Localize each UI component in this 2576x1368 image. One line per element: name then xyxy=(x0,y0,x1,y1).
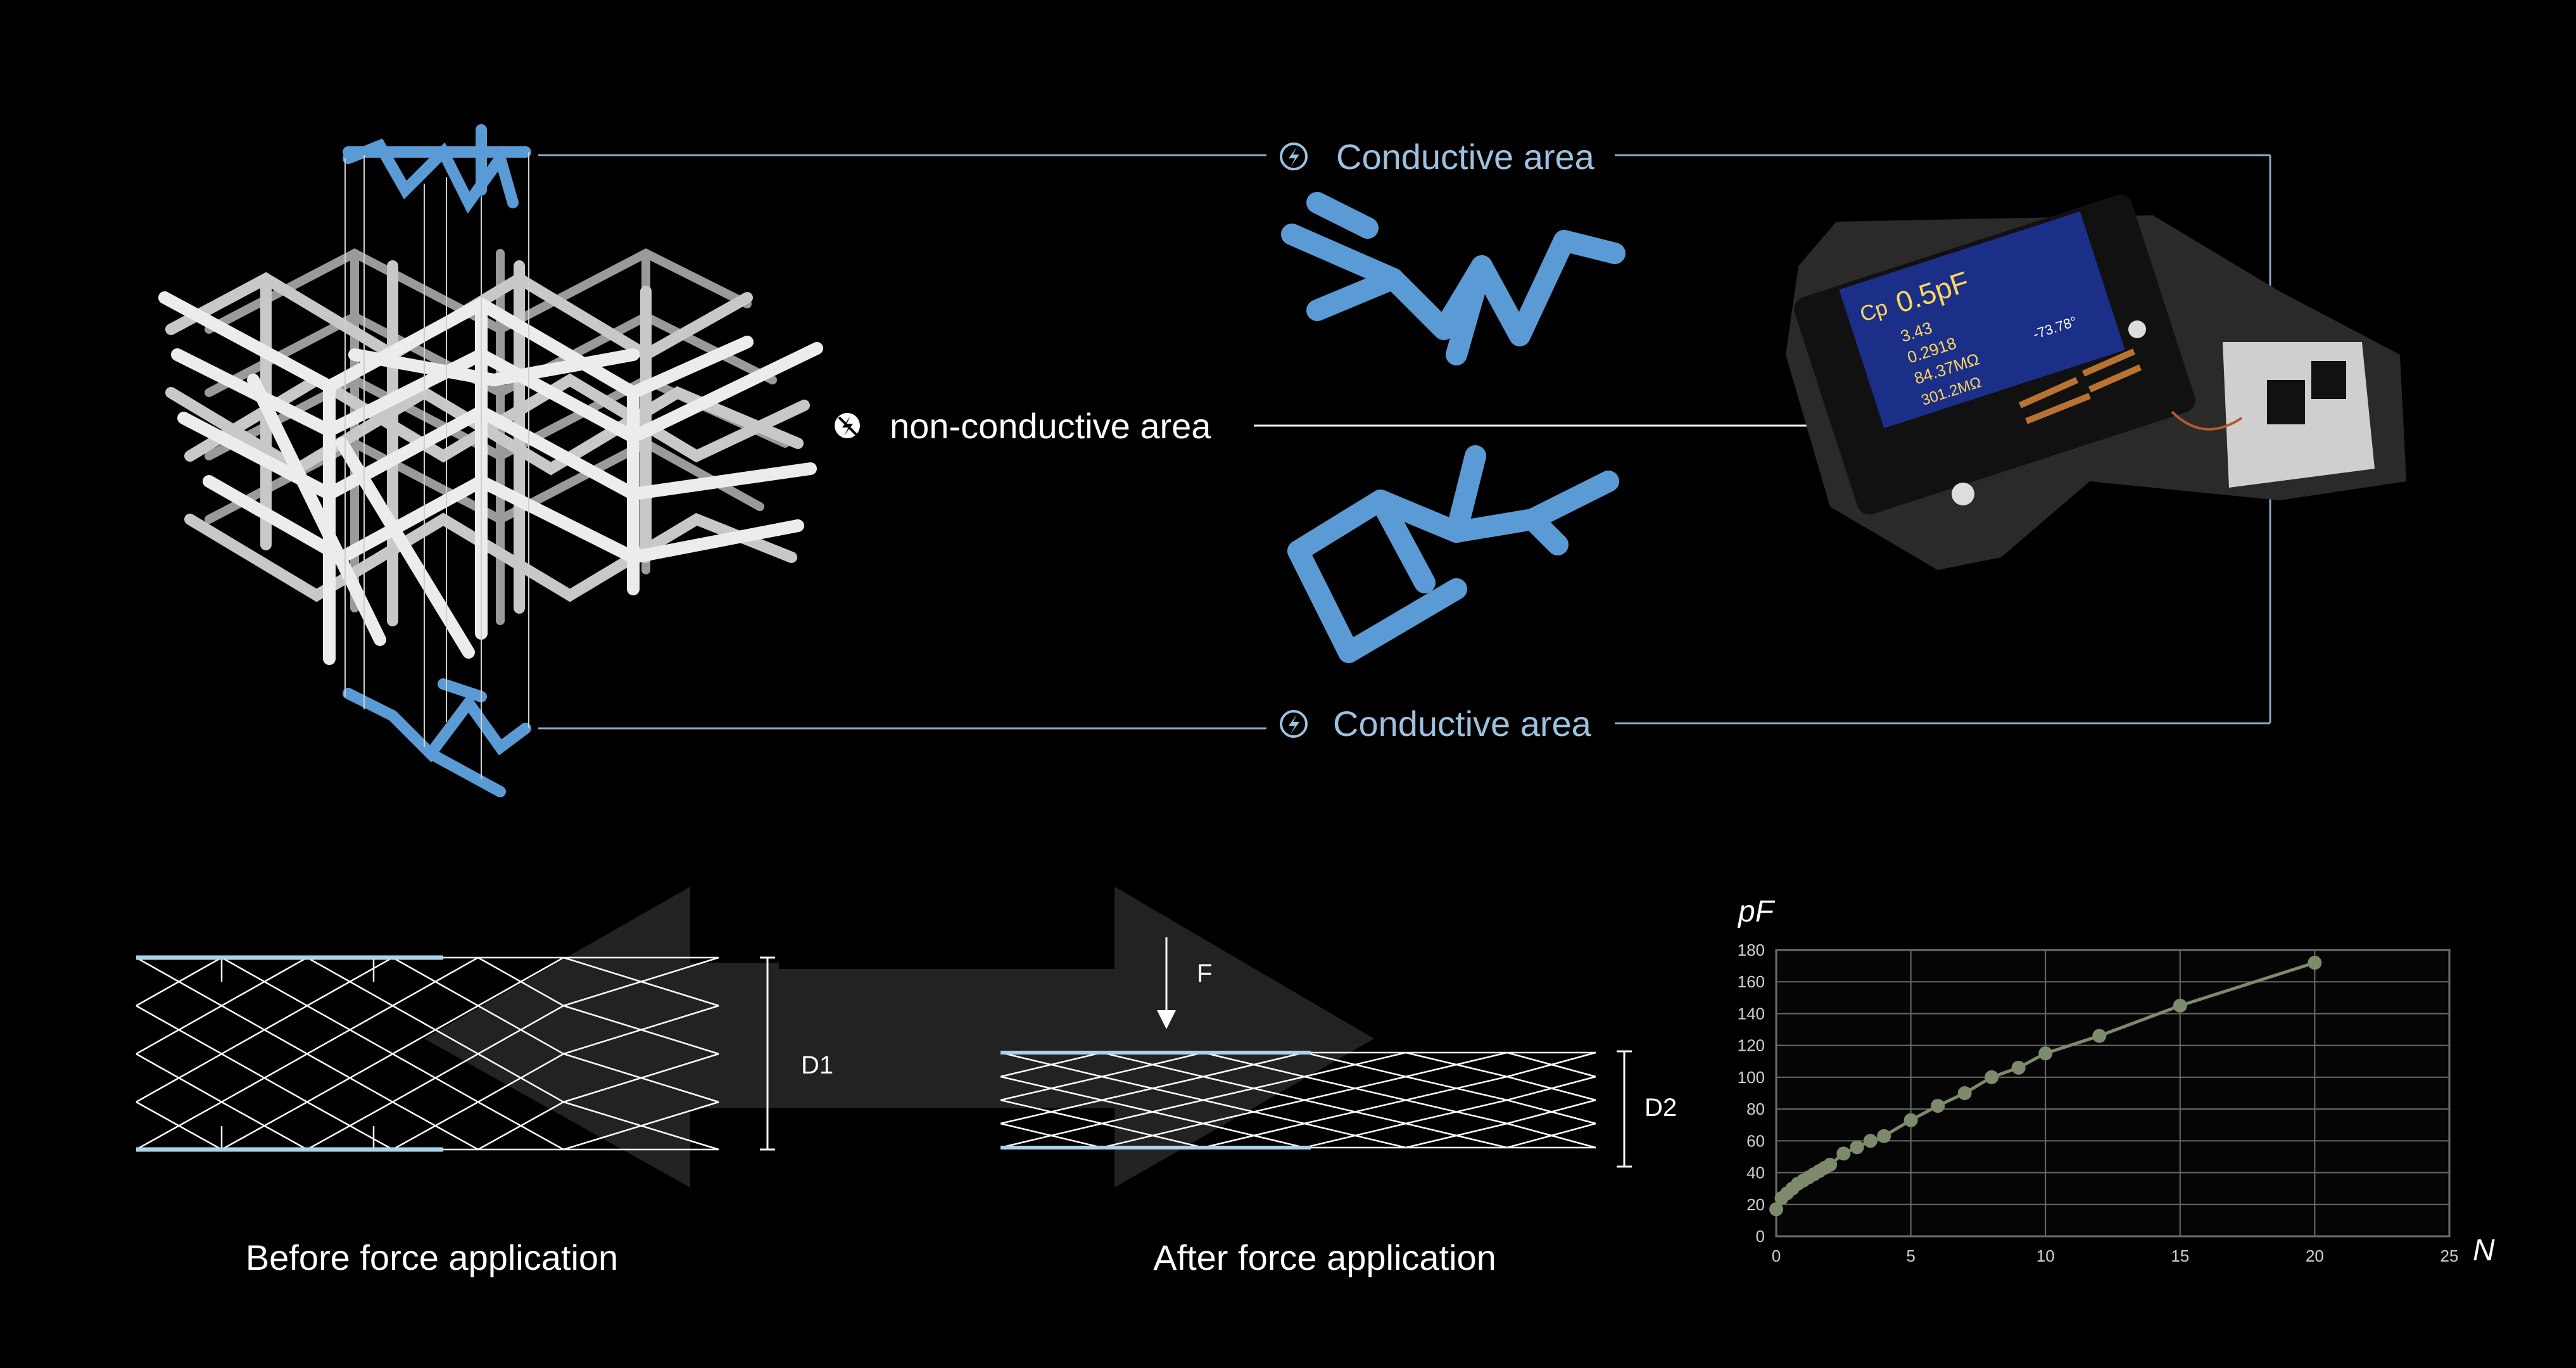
data-point xyxy=(2173,998,2187,1013)
x-tick-labels: 0 5 10 15 20 25 xyxy=(1772,1246,2459,1265)
y-tick-label: 60 xyxy=(1746,1131,1765,1150)
conductive-part-bottom-exploded xyxy=(1287,445,1619,663)
bottom-conductive-strip xyxy=(343,678,531,797)
lcr-meter-photo: Cp 0.5pF 3.43 0.2918 84.37MΩ 301.2MΩ -73… xyxy=(1786,194,2406,570)
data-point xyxy=(1769,1202,1783,1217)
data-point xyxy=(1985,1070,1999,1084)
y-tick-labels: 0 20 40 60 80 100 120 140 160 180 xyxy=(1738,940,1765,1246)
data-point xyxy=(1957,1086,1972,1100)
before-lattice xyxy=(136,955,719,1152)
capacitance-force-chart: 0 20 40 60 80 100 120 140 160 180 0 5 10 15 20 25 pF N xyxy=(1737,895,2495,1267)
conductive-label-top: Conductive area xyxy=(1280,137,1595,177)
x-tick-label: 25 xyxy=(2440,1246,2459,1265)
x-tick-label: 20 xyxy=(2306,1246,2324,1265)
conductive-area-label: Conductive area xyxy=(1336,137,1595,177)
copper-coils xyxy=(2018,348,2142,424)
non-conductive-label: non-conductive area xyxy=(835,406,1211,446)
plot-area xyxy=(1775,949,2451,1238)
after-caption: After force application xyxy=(1153,1238,1496,1277)
y-axis-label: pF xyxy=(1737,895,1776,928)
direction-arrows xyxy=(424,887,1374,1188)
no-bolt-icon xyxy=(835,413,860,438)
x-axis-label: N xyxy=(2473,1234,2495,1267)
data-point xyxy=(2011,1060,2026,1075)
force-arrow: F xyxy=(1157,937,1212,1029)
lcr-screen xyxy=(1839,211,2125,429)
data-point xyxy=(1863,1134,1878,1148)
series-points xyxy=(1769,956,2322,1217)
y-tick-label: 180 xyxy=(1738,940,1765,960)
y-tick-label: 160 xyxy=(1738,972,1765,991)
d1-label: D1 xyxy=(801,1051,833,1079)
d1-dimension: D1 xyxy=(760,956,833,1151)
force-label: F xyxy=(1197,960,1212,987)
x-tick-label: 5 xyxy=(1906,1246,1915,1265)
left-arrow xyxy=(424,887,779,1188)
conductive-label-bottom: Conductive area xyxy=(1280,704,1592,744)
y-tick-label: 140 xyxy=(1738,1004,1765,1023)
y-tick-label: 20 xyxy=(1746,1195,1765,1214)
d2-label: D2 xyxy=(1645,1094,1677,1122)
y-tick-label: 80 xyxy=(1746,1099,1765,1118)
data-point xyxy=(1931,1099,1945,1113)
data-point xyxy=(1904,1113,1918,1127)
guide-lines xyxy=(344,152,529,779)
x-tick-label: 15 xyxy=(2171,1246,2189,1265)
data-point xyxy=(2038,1046,2053,1061)
top-conductive-strip xyxy=(343,124,531,214)
y-tick-label: 40 xyxy=(1746,1163,1765,1182)
bolt-icon xyxy=(1280,142,1308,170)
lattice-sample xyxy=(2223,342,2375,488)
conductive-area-label: Conductive area xyxy=(1333,704,1592,744)
data-point xyxy=(2308,956,2322,970)
right-arrow xyxy=(773,887,1374,1188)
data-point xyxy=(1850,1140,1864,1155)
data-point xyxy=(2092,1029,2107,1043)
y-tick-label: 100 xyxy=(1738,1068,1765,1087)
data-point xyxy=(1836,1146,1851,1161)
bolt-icon xyxy=(1280,710,1308,738)
y-tick-label: 120 xyxy=(1738,1036,1765,1055)
data-point xyxy=(1823,1158,1838,1172)
conductive-part-top-exploded xyxy=(1281,192,1626,365)
y-tick-label: 0 xyxy=(1756,1227,1765,1246)
x-tick-label: 10 xyxy=(2036,1246,2055,1265)
lattice-3d-model xyxy=(158,248,823,665)
chart-grid xyxy=(1776,949,2450,1237)
data-point xyxy=(1877,1129,1891,1143)
x-tick-label: 0 xyxy=(1772,1246,1781,1265)
after-lattice xyxy=(1000,1051,1596,1150)
before-caption: Before force application xyxy=(246,1238,618,1277)
d2-dimension: D2 xyxy=(1617,1050,1677,1168)
non-conductive-area-label: non-conductive area xyxy=(890,406,1211,446)
